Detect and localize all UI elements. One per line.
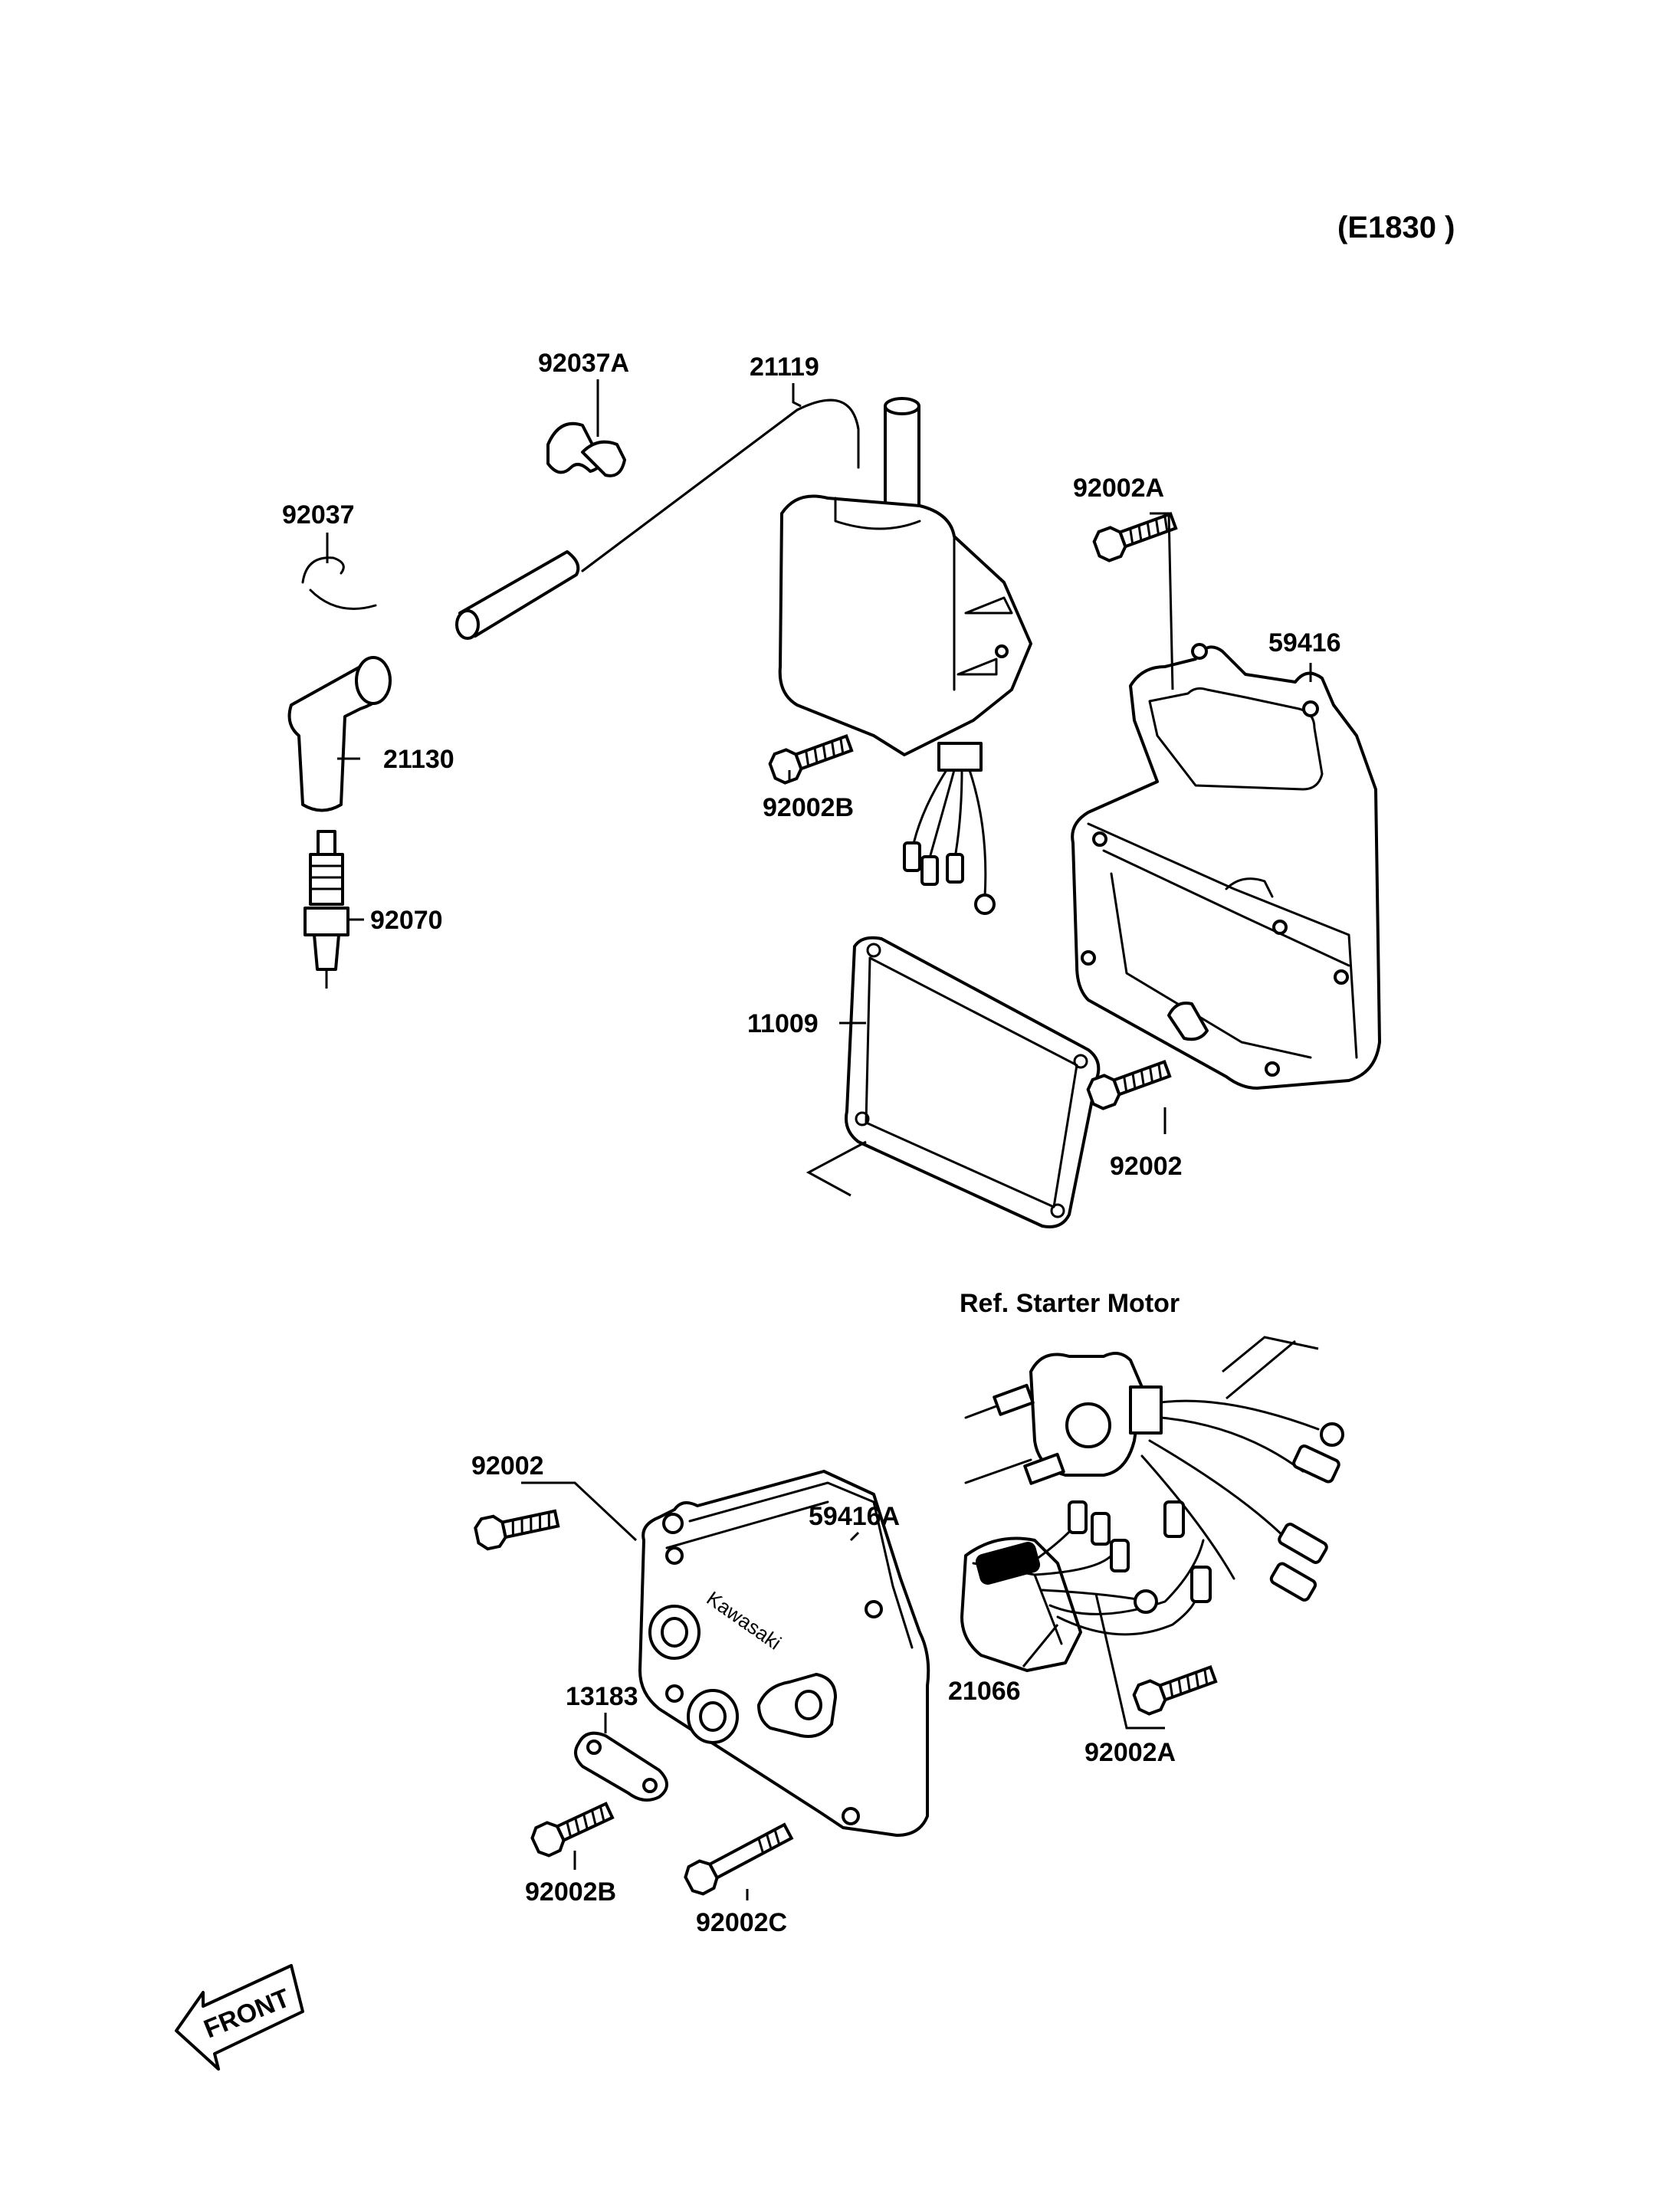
spark-plug-cap-icon	[287, 656, 392, 812]
label-92070: 92070	[370, 906, 443, 935]
bolt-92002-low	[472, 1502, 562, 1553]
front-arrow-icon: FRONT	[175, 1964, 304, 2071]
label-21119: 21119	[750, 353, 819, 382]
label-92002-low: 92002	[471, 1451, 544, 1481]
bolt-92002A-top	[1090, 505, 1180, 565]
spark-plug-icon	[304, 830, 349, 989]
label-21066: 21066	[948, 1677, 1021, 1706]
label-92037A: 92037A	[538, 349, 629, 378]
label-92002A-low: 92002A	[1084, 1738, 1176, 1767]
label-11009: 11009	[747, 1009, 819, 1038]
clip-92037	[301, 556, 377, 610]
plate-13183	[574, 1731, 668, 1802]
bolt-92002B-top	[766, 727, 856, 787]
label-92002B-low: 92002B	[525, 1877, 616, 1907]
leader-lines	[326, 379, 1312, 1900]
starter-relay-icon	[964, 1336, 1344, 1602]
label-92002A-top: 92002A	[1073, 474, 1164, 503]
gasket-icon	[806, 936, 1101, 1228]
ref-code: (E1830 )	[1337, 211, 1455, 244]
label-92002B-top: 92002B	[763, 793, 854, 822]
bolt-92002B-low	[527, 1795, 618, 1861]
label-92002-mid: 92002	[1110, 1152, 1183, 1181]
clip-92037A	[546, 421, 626, 477]
cover-icon: Kawasaki	[638, 1470, 930, 1837]
ignition-coil-icon	[778, 397, 1032, 915]
label-92037: 92037	[282, 500, 355, 530]
label-59416A: 59416A	[809, 1502, 900, 1531]
label-92002C: 92002C	[696, 1908, 787, 1937]
label-21130: 21130	[383, 745, 454, 774]
bolt-92002A-low	[1130, 1658, 1220, 1718]
label-ref-starter-motor: Ref. Starter Motor	[960, 1289, 1180, 1318]
label-59416: 59416	[1268, 628, 1341, 657]
electric-box-icon	[1071, 643, 1381, 1090]
regulator-icon	[960, 1500, 1212, 1672]
label-13183: 13183	[566, 1682, 638, 1711]
hv-lead-21119	[455, 398, 860, 640]
bolt-92002C	[684, 1822, 794, 1896]
